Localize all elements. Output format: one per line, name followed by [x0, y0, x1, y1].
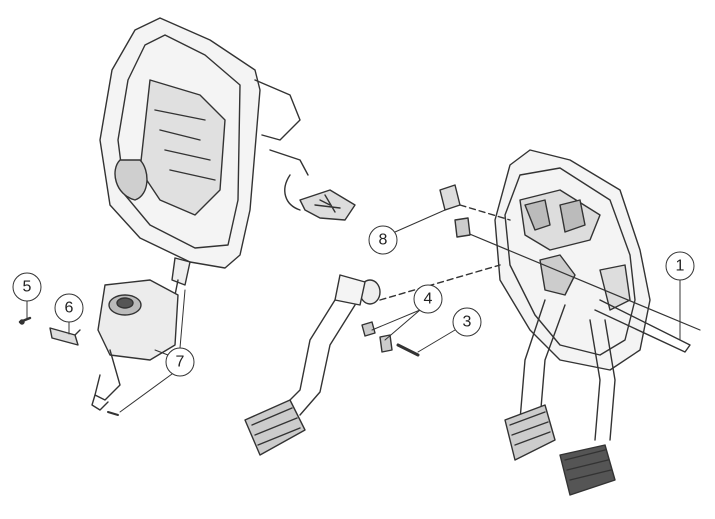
left-pedal-box-housing [99, 17, 356, 269]
part-3-bolt [396, 343, 420, 357]
part-6-bracket [49, 327, 81, 346]
callout-3: 3 [452, 307, 482, 337]
svg-text:5: 5 [23, 279, 32, 296]
part-8-clip [439, 184, 471, 238]
svg-text:1: 1 [676, 258, 685, 275]
right-pedal-box-assembly [459, 149, 701, 496]
svg-text:6: 6 [65, 300, 74, 317]
callout-8: 8 [368, 225, 398, 255]
assembly-guide-lines [379, 204, 511, 301]
callout-4: 4 [413, 284, 443, 314]
leader-lines [26, 209, 681, 413]
svg-text:4: 4 [424, 291, 433, 308]
svg-text:7: 7 [176, 354, 185, 371]
reservoir-assembly [91, 257, 191, 416]
svg-text:3: 3 [463, 314, 472, 331]
callout-5: 5 [12, 272, 42, 302]
svg-text:8: 8 [379, 232, 388, 249]
callout-6: 6 [54, 293, 84, 323]
clutch-pedal [244, 274, 381, 456]
callout-1: 1 [665, 251, 695, 281]
callout-7: 7 [165, 347, 195, 377]
part-5-screw [18, 316, 32, 325]
part-4-bushing [361, 321, 393, 353]
